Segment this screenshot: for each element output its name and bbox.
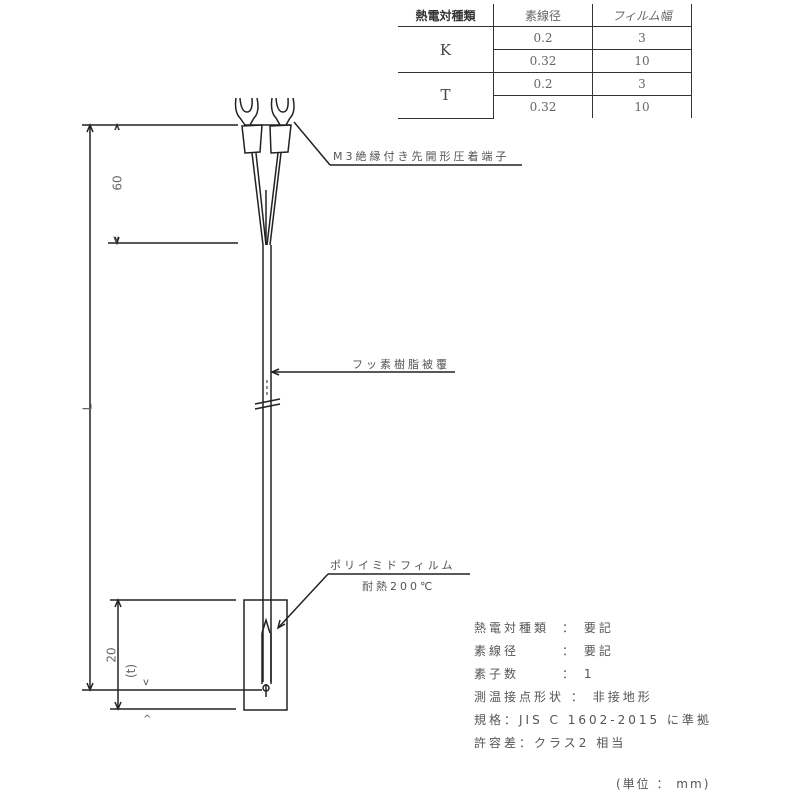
- type-cell: T: [398, 72, 494, 119]
- film-width-cell: 3: [592, 26, 692, 50]
- tolerance-note: 許容差：クラス2 相当: [474, 736, 627, 750]
- film-width-cell: 3: [592, 72, 692, 96]
- spec-table: 熱電対種類 素線径 フィルム幅 K 0.2 3 0.32 10 T 0.2 3 …: [398, 4, 692, 119]
- note-row: 素子数： 1: [474, 667, 595, 681]
- film-width-cell: 10: [592, 95, 692, 118]
- film-heat-callout: 耐熱200℃: [362, 580, 436, 593]
- film-width-cell: 10: [592, 49, 692, 73]
- arrow-up-mark: ^: [143, 714, 151, 725]
- wire-dia-cell: 0.32: [493, 95, 593, 118]
- header-film-width: フィルム幅: [592, 4, 692, 27]
- arrow-up-mark: ^: [113, 126, 121, 137]
- arrow-down-mark: v: [113, 234, 119, 245]
- type-cell: K: [398, 26, 494, 73]
- note-row: 素線径： 要記: [474, 644, 614, 658]
- spec-notes: 熱電対種類： 要記 素線径： 要記 素子数： 1 測温接点形状 ： 非接地形 規…: [474, 617, 712, 755]
- arrow-down-mark: v: [143, 677, 149, 688]
- wire-dia-cell: 0.32: [493, 49, 593, 73]
- header-type: 熱電対種類: [398, 4, 494, 27]
- coating-callout: フッ素樹脂被覆: [352, 358, 450, 371]
- unit-note: (単位 ： mm): [616, 777, 711, 791]
- note-row: 熱電対種類： 要記: [474, 621, 614, 635]
- dim-tip-sub: (t): [124, 663, 139, 679]
- dim-tip-length: 20: [104, 647, 119, 663]
- terminal-callout: M3絶縁付き先開形圧着端子: [333, 150, 510, 163]
- wire-dia-cell: 0.2: [493, 26, 593, 50]
- dim-lead-length: 60: [110, 175, 125, 191]
- standard-note: 規格：JIS C 1602-2015 に準拠: [474, 713, 712, 727]
- note-row: 測温接点形状 ： 非接地形: [474, 690, 653, 704]
- film-callout: ポリイミドフィルム: [330, 559, 456, 572]
- wire-dia-cell: 0.2: [493, 72, 593, 96]
- header-wire-dia: 素線径: [493, 4, 593, 27]
- dim-total-length: L: [80, 403, 95, 411]
